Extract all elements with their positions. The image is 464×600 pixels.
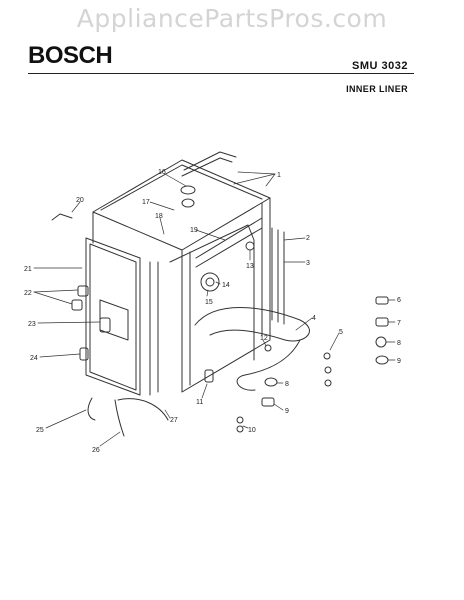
callout-12: 12 (260, 335, 268, 342)
callout-8a: 8 (397, 340, 401, 347)
drain-hose (236, 339, 301, 391)
callout-21: 21 (24, 266, 32, 273)
door-seal-strip (169, 224, 255, 361)
callout-23: 23 (28, 321, 36, 328)
callout-24: 24 (30, 355, 38, 362)
section-title: INNER LINER (346, 84, 408, 94)
callout-27: 27 (170, 417, 178, 424)
callout-8b: 8 (285, 381, 289, 388)
side-seals (271, 227, 285, 325)
upper-spray-tube (180, 151, 237, 208)
callout-9b: 9 (285, 408, 289, 415)
model-number: SMU 3032 (352, 60, 408, 72)
callout-10: 10 (248, 427, 256, 434)
callout-19: 19 (190, 227, 198, 234)
callout-18: 18 (155, 213, 163, 220)
callout-20: 20 (76, 197, 84, 204)
inlet-pipe (51, 213, 73, 221)
callout-7: 7 (397, 320, 401, 327)
callout-14: 14 (222, 282, 230, 289)
watermark-text: AppliancePartsPros.com (76, 4, 388, 33)
callout-4: 4 (312, 315, 316, 322)
callout-25: 25 (36, 427, 44, 434)
brand-logo: BOSCH (28, 42, 113, 69)
callout-15: 15 (205, 299, 213, 306)
lower-hose (117, 398, 169, 421)
callout-22: 22 (24, 290, 32, 297)
callout-1: 1 (277, 172, 281, 179)
leader-lines (33, 171, 396, 447)
drain-tube (114, 399, 125, 437)
callout-26: 26 (92, 447, 100, 454)
door-panel (85, 237, 141, 396)
callout-numbers: 1 2 3 4 5 6 7 8 9 8 9 10 11 12 13 14 15 … (24, 169, 401, 454)
inlet-hose (87, 397, 96, 421)
callout-11: 11 (196, 399, 203, 406)
heater-element (194, 307, 310, 342)
callout-6: 6 (397, 297, 401, 304)
callout-2: 2 (306, 235, 310, 242)
callout-3: 3 (306, 260, 310, 267)
header-rule (28, 73, 414, 74)
callout-9a: 9 (397, 358, 401, 365)
tub-liner (92, 159, 271, 396)
callout-5: 5 (339, 329, 343, 336)
callout-17: 17 (142, 199, 150, 206)
callout-16: 16 (158, 169, 166, 176)
callout-13: 13 (246, 263, 254, 270)
pump-ring (200, 272, 220, 292)
